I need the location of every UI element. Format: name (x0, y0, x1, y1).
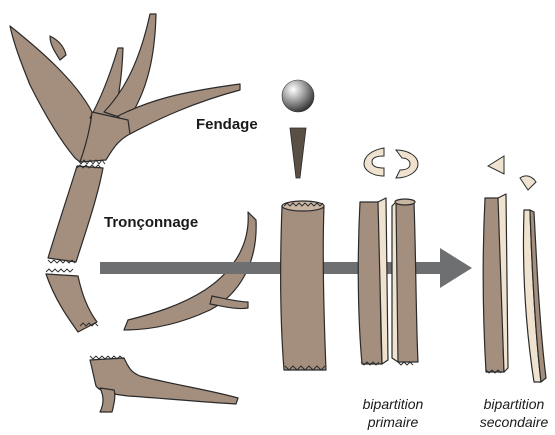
antler-tip-segment (10, 14, 240, 162)
secondary-cross-section-left (488, 156, 504, 174)
primary-cross-section-left (364, 148, 384, 176)
label-bipartition-primaire-line1: bipartition (350, 395, 436, 413)
label-fendage: Fendage (196, 116, 258, 133)
label-tronconnage: Tronçonnage (104, 214, 198, 231)
label-bipartition-secondaire-line1: bipartition (474, 395, 554, 413)
secondary-split-piece-left (483, 194, 508, 373)
central-cylinder (281, 201, 326, 370)
wedge-icon (290, 128, 306, 178)
label-bipartition-primaire: bipartition primaire (350, 395, 436, 431)
secondary-split-piece-right (523, 210, 546, 382)
primary-cross-section-right (396, 150, 418, 178)
antler-beam-segment-upper (48, 166, 103, 262)
hammer-ball (282, 80, 314, 112)
primary-split-half-right (392, 199, 418, 365)
primary-split-half-left (358, 198, 388, 365)
antler-base-segment (90, 358, 238, 412)
secondary-cross-section-right (520, 176, 536, 190)
label-bipartition-primaire-line2: primaire (350, 413, 436, 431)
label-bipartition-secondaire: bipartition secondaire (474, 395, 554, 431)
label-bipartition-secondaire-line2: secondaire (474, 413, 554, 431)
